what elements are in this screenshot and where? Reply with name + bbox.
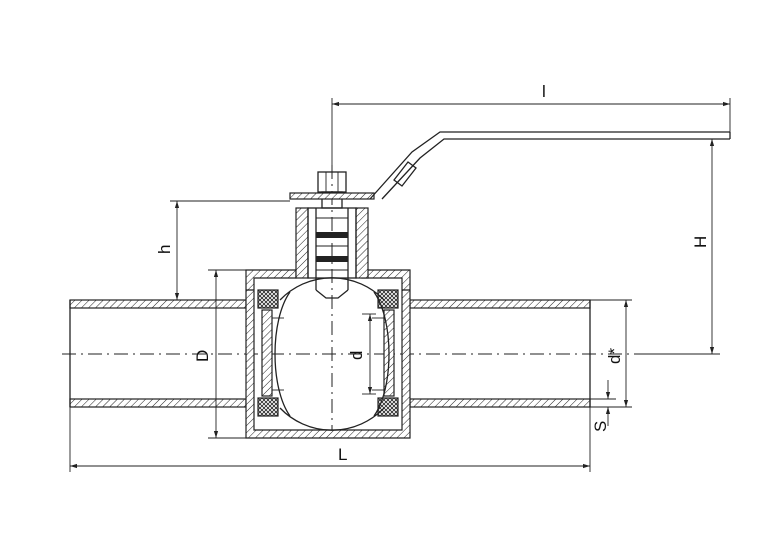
ball-seals bbox=[257, 289, 399, 417]
label-overall-length: L bbox=[338, 445, 347, 464]
label-wall-thickness: S bbox=[591, 421, 610, 432]
dim-wall-thickness: S bbox=[590, 380, 616, 432]
dim-overall-length: L bbox=[69, 407, 591, 472]
dim-bore-outer: D bbox=[193, 269, 246, 439]
ball bbox=[274, 277, 390, 431]
label-height-total: H bbox=[691, 236, 710, 248]
dim-height-total: H bbox=[640, 139, 720, 355]
inner-sleeves bbox=[261, 309, 395, 397]
stem-housing bbox=[295, 207, 369, 299]
label-pipe-diameter: d* bbox=[605, 348, 624, 364]
dim-pipe-diameter: d* bbox=[590, 299, 632, 408]
label-bore-outer: D bbox=[193, 350, 212, 362]
handle-lever bbox=[369, 131, 731, 200]
label-height-stem: h bbox=[155, 245, 174, 254]
stem-nut bbox=[289, 171, 375, 209]
dim-height-stem: h bbox=[155, 200, 290, 300]
label-bore-inner: d bbox=[347, 351, 366, 360]
label-handle-length: l bbox=[542, 82, 546, 101]
dim-handle-length: l bbox=[331, 82, 731, 172]
dim-bore-inner: d bbox=[347, 313, 376, 395]
